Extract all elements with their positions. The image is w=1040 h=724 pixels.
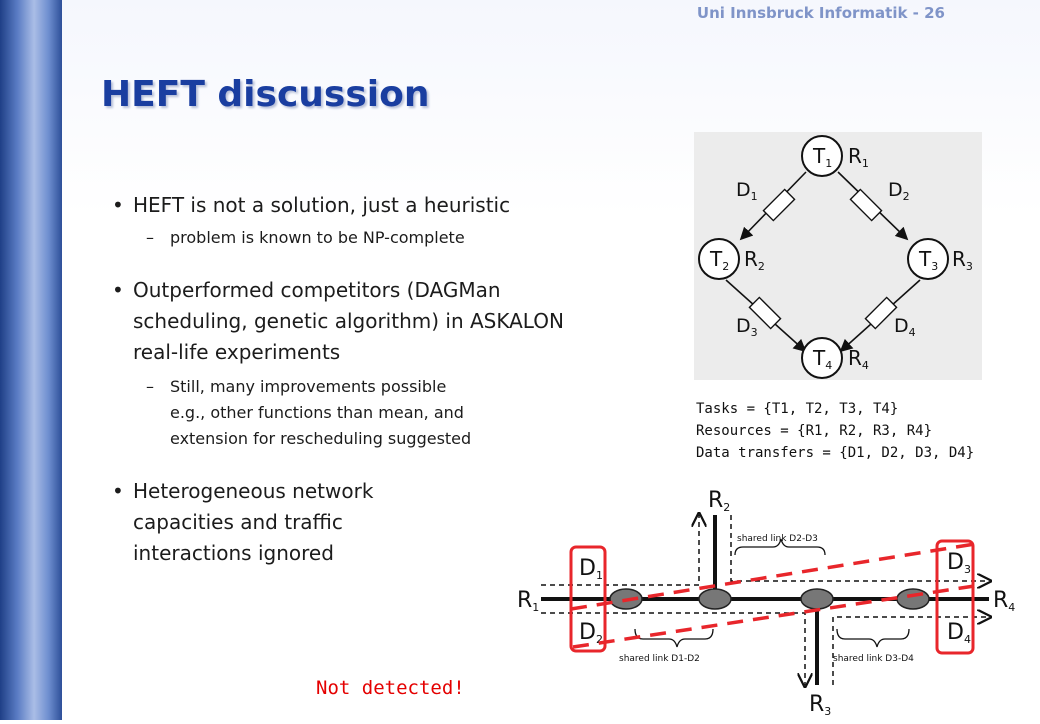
data-box-d4 [864,296,898,330]
sub-bullet-text: extension for rescheduling suggested [170,429,472,448]
resource-label-r3: R3 [952,247,973,273]
network-label-r1: R1 [517,588,539,614]
bullet-list: HEFT is not a solution, just a heuristic… [110,190,670,569]
brace-shared-d2-d3 [734,538,826,556]
bullet-item: Heterogeneous network capacities and tra… [110,476,670,569]
not-detected-annotation: Not detected! [316,677,465,699]
edge-label-d3: D3 [736,315,758,339]
task-node-t2 [698,238,740,280]
network-topology-svg: shared link D2-D3 shared link D1-D2 shar… [517,488,1015,718]
bullet-group-3: Heterogeneous network capacities and tra… [110,476,670,569]
flow-d3-path [730,515,989,581]
bullet-item: Outperformed competitors (DAGMan schedul… [110,275,670,368]
sub-bullet-item: Still, many improvements possible e.g., … [110,374,670,452]
router-icon [698,588,732,610]
sub-bullet-text: problem is known to be NP-complete [170,228,465,247]
tasks-line: Tasks = {T1, T2, T3, T4} [696,401,899,417]
slide-header-note: Uni Innsbruck Informatik - 26 [696,4,945,22]
network-label-r2: R2 [708,489,730,514]
resource-label-r1: R1 [848,144,869,170]
edge-label-d1: D1 [736,179,758,203]
data-box-d3 [748,296,782,330]
task-label-t3: T3 [918,247,938,273]
network-label-d3: D3 [947,550,971,576]
bullet-text: Heterogeneous network [133,479,374,503]
slide-title: HEFT discussion [101,74,430,115]
task-label-t1: T1 [812,144,832,170]
router-icon [800,588,834,610]
bullet-text: interactions ignored [133,541,334,565]
bullet-group-2: Outperformed competitors (DAGMan schedul… [110,275,670,452]
bullet-text: real-life experiments [133,340,341,364]
edge-label-d2: D2 [888,179,910,203]
shared-link-label: shared link D3-D4 [833,654,914,664]
left-decorative-bar [0,0,62,720]
network-label-d2: D2 [579,620,603,646]
sub-bullet-text: Still, many improvements possible [170,377,447,396]
resource-label-r4: R4 [848,346,869,372]
task-node-t1 [801,135,843,177]
workflow-dag-diagram: T1 R1 T2 R2 T3 R3 T4 R4 D1 D2 D3 D4 [694,132,982,380]
router-icon [896,588,930,610]
shared-link-label: shared link D1-D2 [619,654,700,664]
data-box-d2 [849,188,883,222]
sub-bullet-item: problem is known to be NP-complete [110,225,670,251]
bullet-text: Outperformed competitors (DAGMan [133,278,501,302]
flow-d4-path [832,617,989,685]
bullet-group-1: HEFT is not a solution, just a heuristic… [110,190,670,251]
task-label-t4: T4 [812,346,832,372]
highlight-dashed-upper [570,541,982,611]
edge-label-d4: D4 [894,315,916,339]
highlight-dashed-lower [572,583,982,649]
task-resource-definitions: Tasks = {T1, T2, T3, T4} Resources = {R1… [696,398,974,464]
flow-d1-path [541,515,699,586]
task-node-t4 [801,337,843,379]
brace-shared-d1-d2 [634,628,714,648]
resource-label-r2: R2 [744,247,765,273]
highlight-box-d1-d2 [569,545,607,653]
data-transfers-line: Data transfers = {D1, D2, D3, D4} [696,445,975,461]
shared-link-label: shared link D2-D3 [737,534,818,544]
network-label-d4: D4 [947,620,971,646]
network-topology-diagram: shared link D2-D3 shared link D1-D2 shar… [511,488,1018,720]
task-label-t2: T2 [709,247,729,273]
resources-line: Resources = {R1, R2, R3, R4} [696,423,933,439]
data-box-d1 [762,188,796,222]
bullet-text: capacities and traffic [133,510,343,534]
bullet-text: HEFT is not a solution, just a heuristic [133,193,511,217]
task-node-t3 [907,238,949,280]
network-label-d1: D1 [579,556,603,582]
workflow-dag-svg: T1 R1 T2 R2 T3 R3 T4 R4 D1 D2 D3 D4 [698,135,973,379]
network-label-r4: R4 [993,588,1015,614]
sub-bullet-text: e.g., other functions than mean, and [170,403,464,422]
brace-shared-d3-d4 [836,628,910,648]
network-label-r3: R3 [809,692,831,718]
highlight-box-d3-d4 [935,539,975,655]
bullet-item: HEFT is not a solution, just a heuristic [110,190,670,221]
bullet-text: scheduling, genetic algorithm) in ASKALO… [133,309,564,333]
